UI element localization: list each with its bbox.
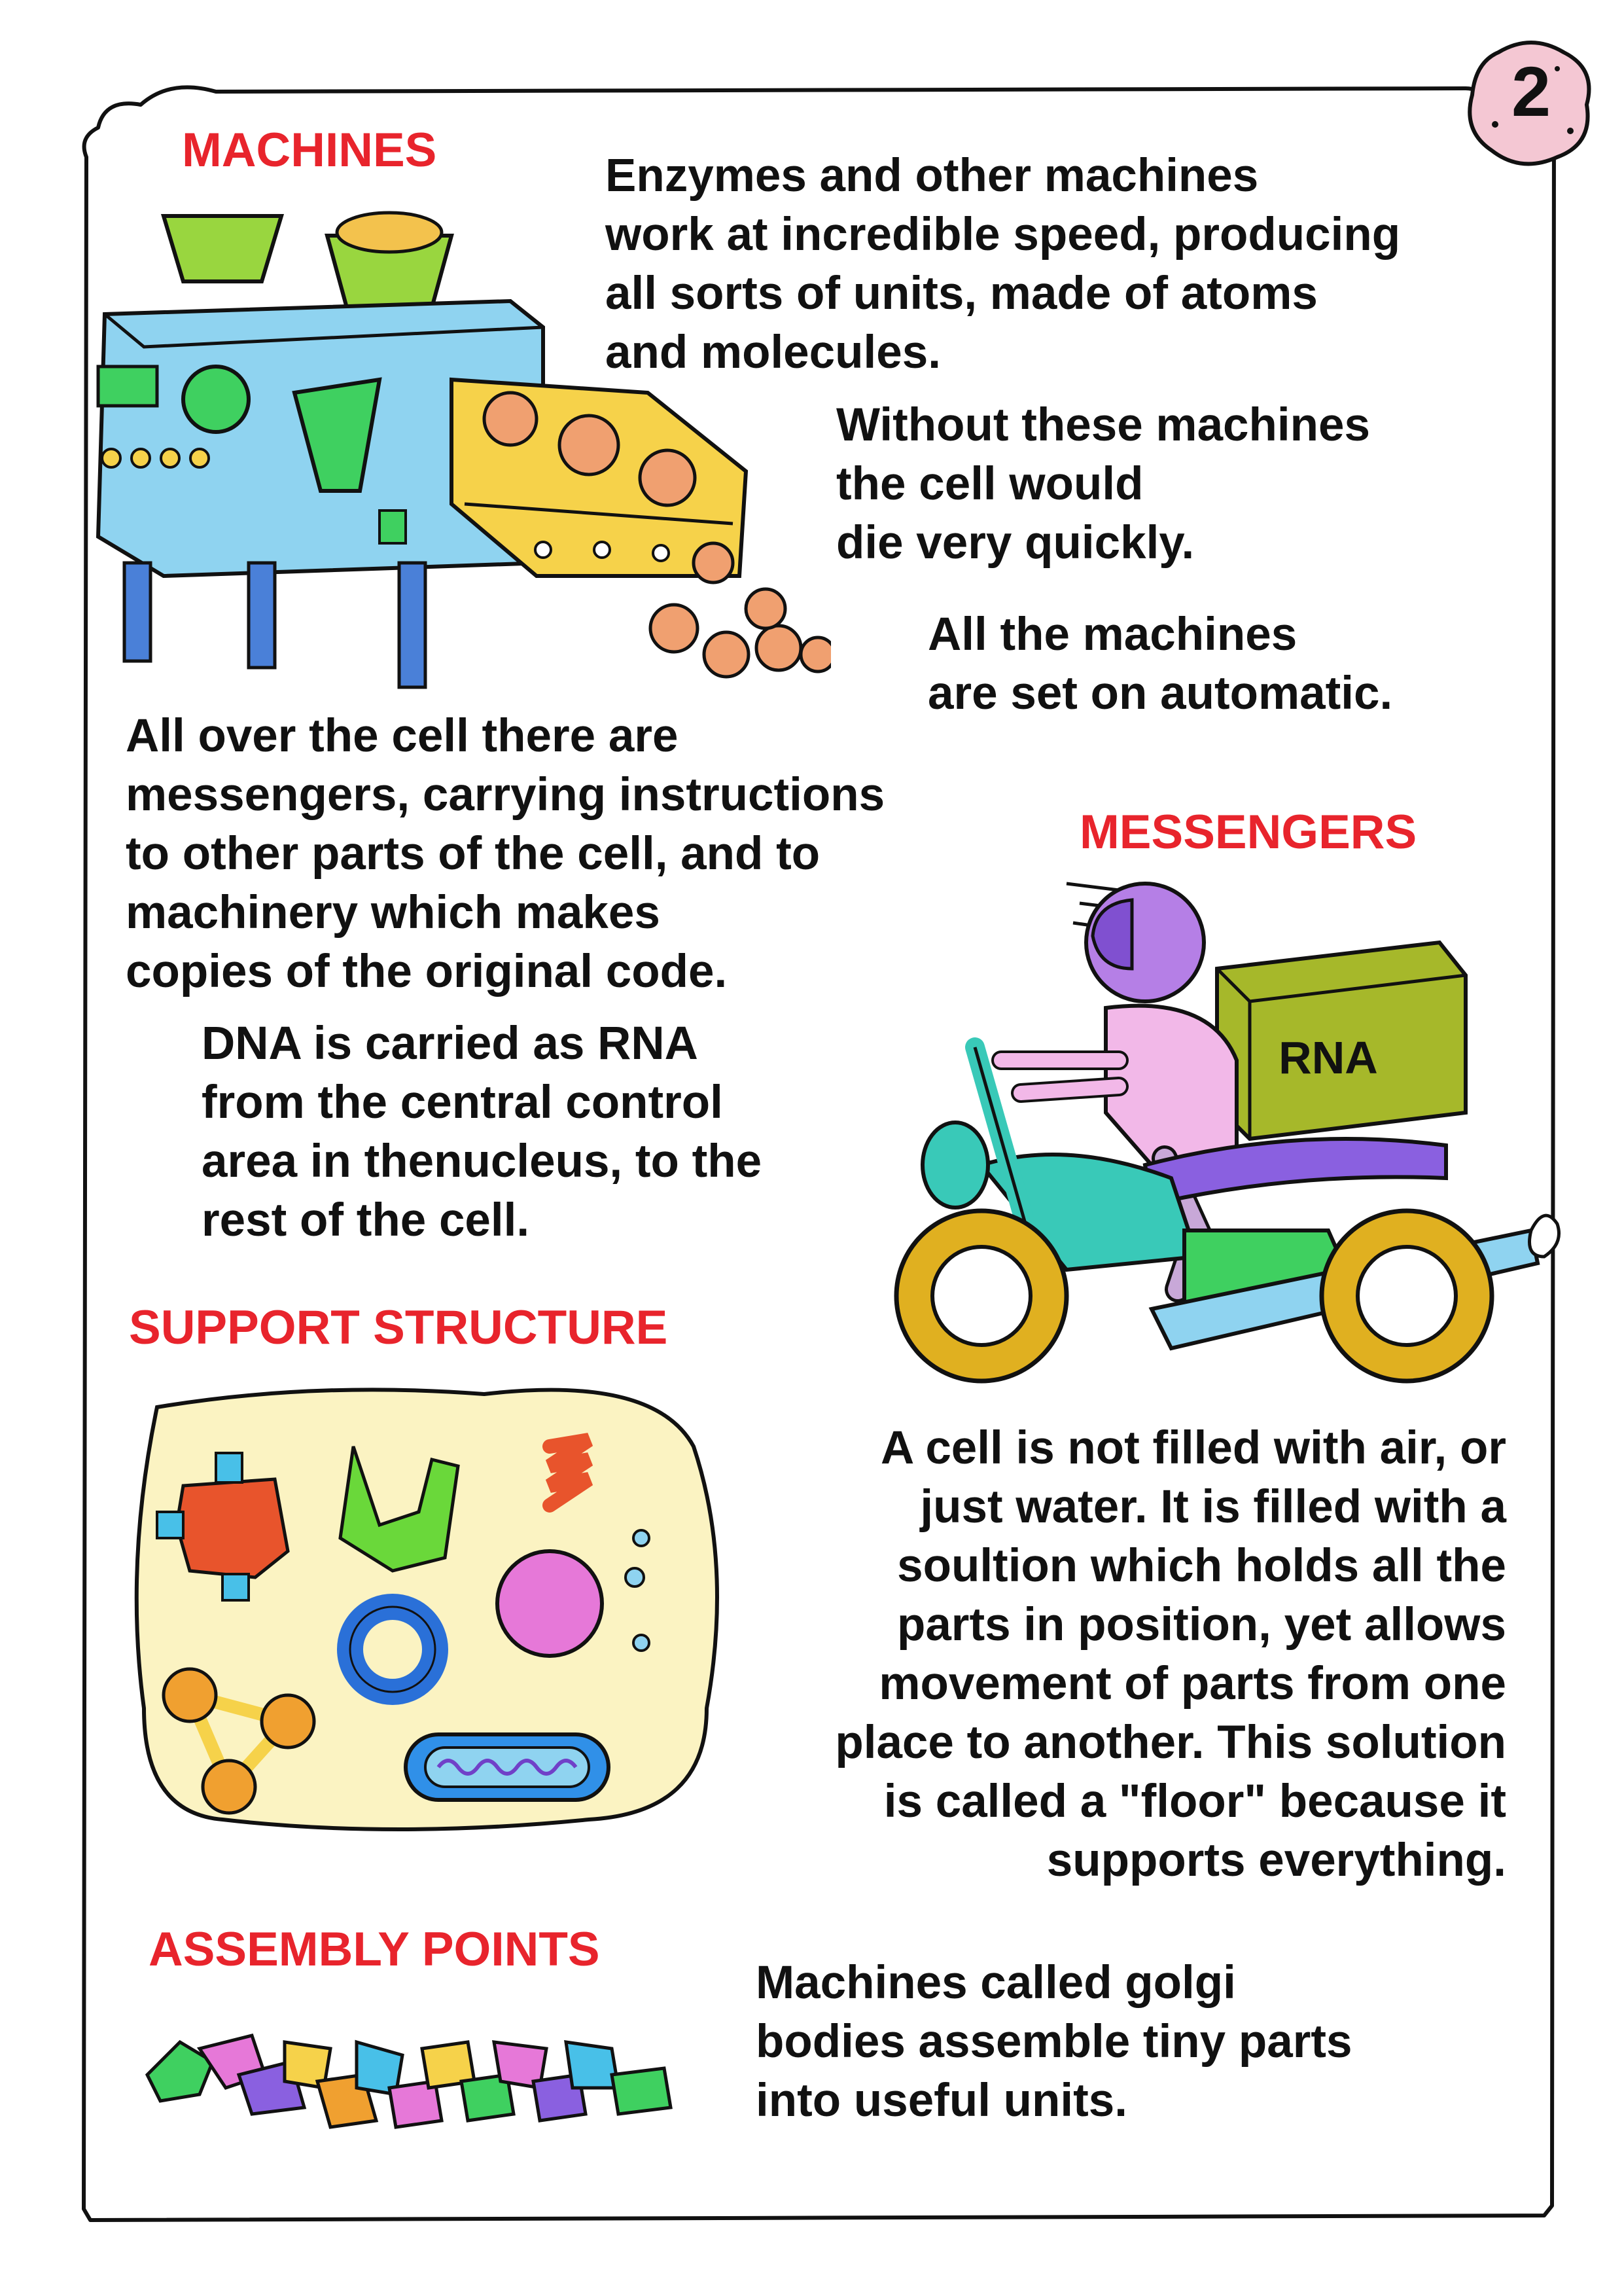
page-number: 2	[1511, 52, 1551, 131]
assembly-heading: ASSEMBLY POINTS	[149, 1923, 600, 1976]
machines-paragraph-2: Without these machines the cell would di…	[836, 399, 1370, 569]
messenger-motorbike-illustration: RNA	[894, 882, 1561, 1384]
machines-paragraph-1: Enzymes and other machines work at incre…	[605, 150, 1401, 378]
assembly-paragraph: Machines called golgi bodies assemble ti…	[756, 1957, 1352, 2126]
support-paragraph: A cell is not filled with air, or just w…	[835, 1422, 1506, 1886]
messengers-paragraph-1: All over the cell there are messengers, …	[126, 710, 885, 997]
assembly-parts-illustration	[145, 2034, 673, 2129]
machines-heading: MACHINES	[182, 124, 437, 177]
support-heading: SUPPORT STRUCTURE	[129, 1301, 668, 1354]
machine-illustration	[96, 211, 831, 689]
support-structure-illustration	[134, 1388, 719, 1831]
rna-box-label: RNA	[1279, 1032, 1378, 1083]
machines-paragraph-3: All the machines are set on automatic.	[928, 609, 1393, 719]
messengers-heading: MESSENGERS	[1080, 806, 1417, 859]
page-number-blob-icon	[1468, 41, 1591, 166]
messengers-paragraph-2: DNA is carried as RNA from the central c…	[202, 1018, 762, 1246]
